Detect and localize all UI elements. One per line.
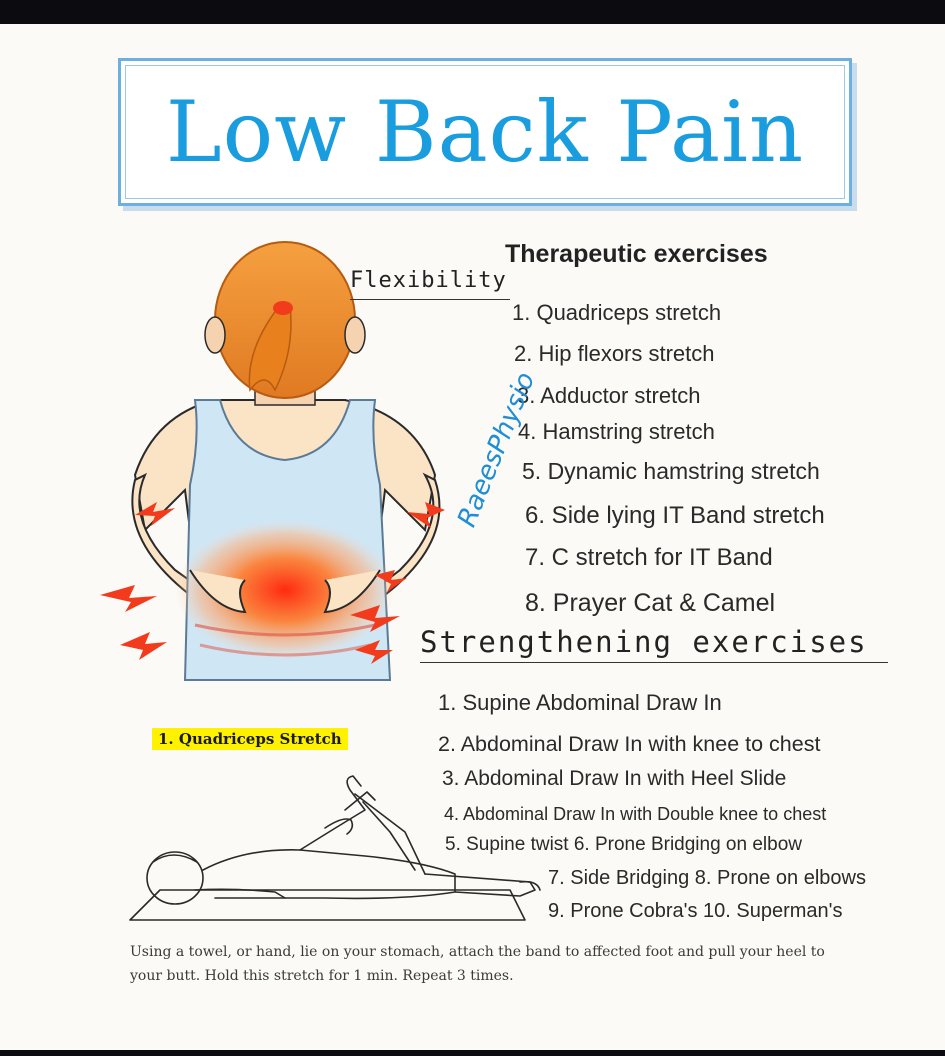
therapeutic-exercises-heading: Therapeutic exercises: [505, 240, 768, 268]
flexibility-item: 6. Side lying IT Band stretch: [525, 502, 825, 529]
bottom-border-bar: [0, 1050, 945, 1056]
flexibility-item: 2. Hip flexors stretch: [514, 341, 715, 366]
top-border-bar: [0, 0, 945, 24]
strengthening-underline: [420, 662, 888, 663]
instruction-line: your butt. Hold this stretch for 1 min. …: [130, 968, 514, 984]
strengthening-item: 4. Abdominal Draw In with Double knee to…: [444, 804, 827, 824]
flexibility-item: 7. C stretch for IT Band: [525, 544, 773, 571]
flexibility-item: 4. Hamstring stretch: [518, 419, 715, 444]
strengthening-item: 2. Abdominal Draw In with knee to chest: [438, 732, 821, 756]
strengthening-item: 1. Supine Abdominal Draw In: [438, 690, 722, 715]
quadriceps-stretch-label: 1. Quadriceps Stretch: [152, 728, 348, 750]
strengthening-heading: Strengthening exercises: [420, 625, 868, 659]
strengthening-item: 5. Supine twist 6. Prone Bridging on elb…: [445, 834, 802, 855]
flexibility-heading: Flexibility: [350, 268, 507, 293]
title-frame: Low Back Pain: [118, 58, 852, 206]
flexibility-item: 5. Dynamic hamstring stretch: [522, 458, 820, 484]
page-title: Low Back Pain: [165, 83, 805, 181]
flexibility-item: 1. Quadriceps stretch: [512, 300, 722, 325]
quadriceps-stretch-sketch: [129, 775, 541, 921]
flexibility-item: 8. Prayer Cat & Camel: [525, 589, 776, 617]
strengthening-item: 3. Abdominal Draw In with Heel Slide: [442, 767, 787, 790]
strengthening-item: 7. Side Bridging 8. Prone on elbows: [548, 867, 866, 889]
instruction-line: Using a towel, or hand, lie on your stom…: [130, 944, 825, 960]
flexibility-underline: [350, 299, 510, 300]
stretch-instructions: Using a towel, or hand, lie on your stom…: [130, 940, 870, 988]
flexibility-item: 3. Adductor stretch: [517, 383, 701, 408]
back-pain-illustration: [100, 241, 445, 681]
strengthening-item: 9. Prone Cobra's 10. Superman's: [548, 900, 843, 922]
